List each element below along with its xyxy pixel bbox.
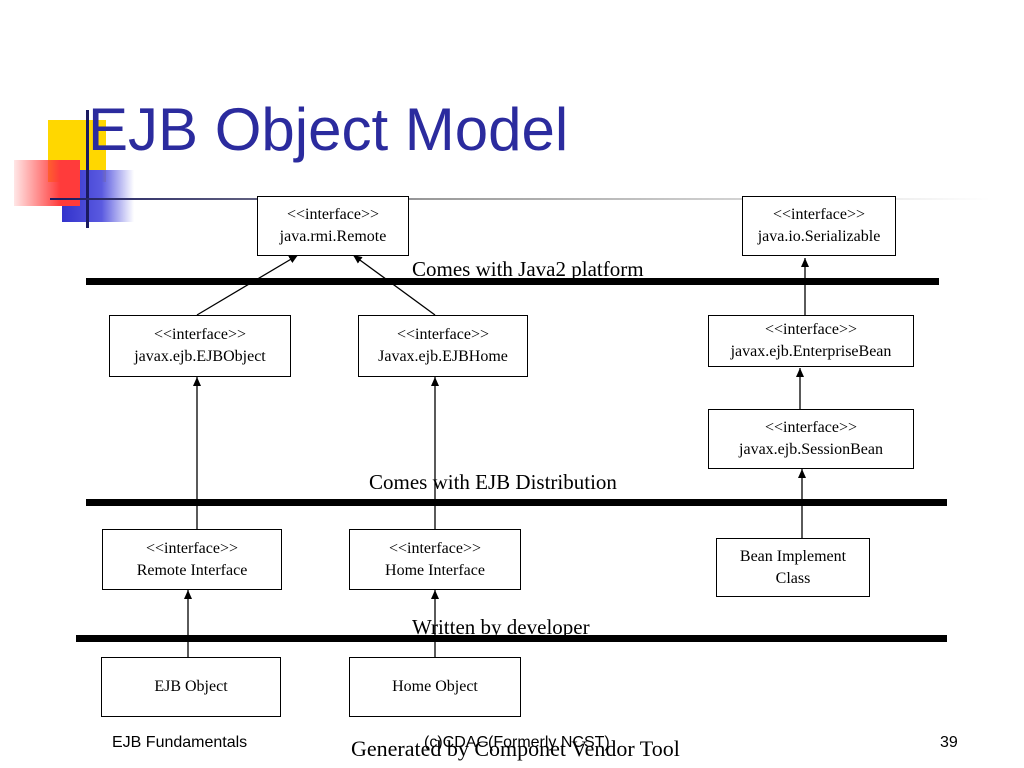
box-java-io-serializable: <<interface>> java.io.Serializable bbox=[742, 196, 896, 256]
footer-copyright: (c)CDAC(Formerly NCST) bbox=[424, 734, 610, 751]
interface-name: java.rmi.Remote bbox=[279, 228, 387, 245]
box-javax-ejb-enterprisebean: <<interface>> javax.ejb.EnterpriseBean bbox=[708, 315, 914, 367]
separator-developer bbox=[76, 635, 947, 642]
interface-name: Home Interface bbox=[385, 561, 485, 579]
interface-name: javax.ejb.EnterpriseBean bbox=[730, 343, 892, 360]
interface-name: java.io.Serializable bbox=[757, 228, 881, 245]
separator-ejb-distribution bbox=[86, 499, 947, 506]
separator-java2 bbox=[86, 278, 939, 285]
class-name: Home Object bbox=[392, 678, 478, 695]
stereotype-label: <<interface>> bbox=[764, 321, 858, 338]
layer-label-developer: Written by developer bbox=[412, 615, 590, 639]
box-home-object: Home Object bbox=[349, 657, 521, 717]
class-name: EJB Object bbox=[154, 678, 228, 695]
layer-label-ejb-distribution: Comes with EJB Distribution bbox=[369, 470, 617, 494]
layer-label-java2: Comes with Java2 platform bbox=[412, 257, 644, 281]
class-name-line1: Bean Implement bbox=[739, 547, 847, 565]
box-bean-implement-class: Bean Implement Class bbox=[716, 538, 870, 597]
stereotype-label: <<interface>> bbox=[153, 326, 247, 343]
slide-number: 39 bbox=[940, 734, 958, 751]
deco-horizontal-line bbox=[50, 198, 990, 200]
stereotype-label: <<interface>> bbox=[286, 206, 380, 223]
box-home-interface: <<interface>> Home Interface bbox=[349, 529, 521, 590]
layer-label-vendor: Generated by Componet Vendor Tool bbox=[351, 736, 680, 761]
footer-title: EJB Fundamentals bbox=[112, 734, 248, 751]
box-javax-ejb-ejbhome: <<interface>> Javax.ejb.EJBHome bbox=[358, 315, 528, 377]
stereotype-label: <<interface>> bbox=[772, 206, 866, 223]
box-javax-ejb-sessionbean: <<interface>> javax.ejb.SessionBean bbox=[708, 409, 914, 469]
deco-vertical-line bbox=[86, 110, 89, 228]
stereotype-label: <<interface>> bbox=[388, 539, 482, 557]
stereotype-label: <<interface>> bbox=[396, 326, 490, 343]
box-remote-interface: <<interface>> Remote Interface bbox=[102, 529, 282, 590]
interface-name: javax.ejb.SessionBean bbox=[739, 441, 883, 458]
box-java-rmi-remote: <<interface>> java.rmi.Remote bbox=[257, 196, 409, 256]
interface-name: Remote Interface bbox=[136, 561, 248, 579]
arrow-ejbhome-to-remote bbox=[352, 254, 436, 316]
box-ejb-object: EJB Object bbox=[101, 657, 281, 717]
stereotype-label: <<interface>> bbox=[145, 539, 239, 557]
interface-name: javax.ejb.EJBObject bbox=[134, 348, 266, 365]
slide-title: EJB Object Model bbox=[88, 96, 569, 163]
stereotype-label: <<interface>> bbox=[764, 419, 858, 436]
interface-name: Javax.ejb.EJBHome bbox=[378, 348, 508, 365]
class-name-line2: Class bbox=[775, 569, 811, 587]
box-javax-ejb-ejbobject: <<interface>> javax.ejb.EJBObject bbox=[109, 315, 291, 377]
arrow-ejbobject-to-remote bbox=[196, 254, 299, 316]
